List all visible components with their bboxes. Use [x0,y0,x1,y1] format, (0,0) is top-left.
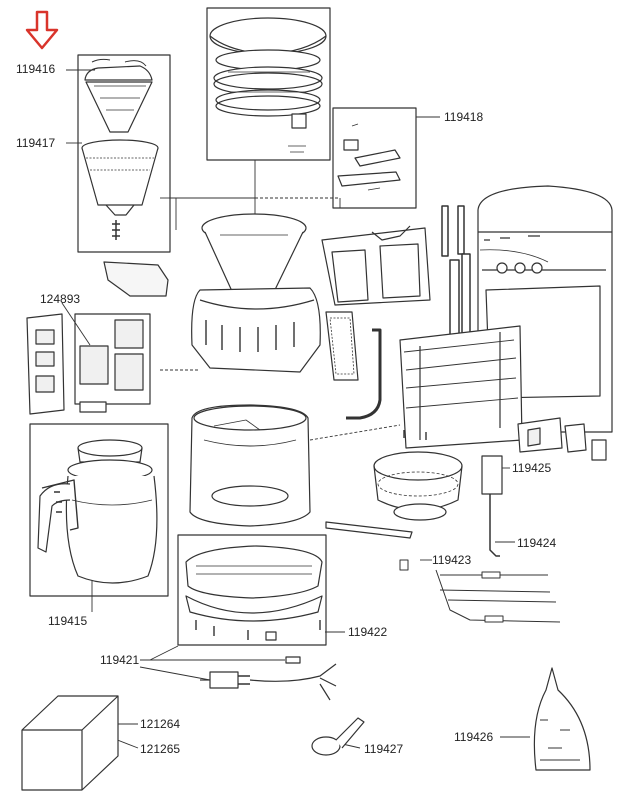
base-plate-group [177,534,327,646]
pcb-group [517,417,607,461]
part-label-121264: 121264 [140,717,181,731]
main-housing [477,185,613,433]
part-label-119418: 119418 [444,110,484,124]
back-frame [399,325,523,449]
part-label-119417: 119417 [16,136,56,150]
valve-group [332,107,417,209]
screws [195,430,427,640]
part-label-119427: 119427 [364,742,404,756]
lid-assembly-group [206,7,331,161]
switch-kit-group [26,313,151,415]
power-cord [200,656,337,701]
packaging-box [21,695,119,791]
measuring-scoop [311,717,365,756]
tubes [441,205,471,345]
clip-part [325,521,413,539]
part-label-119422: 119422 [348,625,388,639]
part-label-119423: 119423 [432,553,472,567]
part-label-119425: 119425 [512,461,552,475]
part-label-121265: 121265 [140,742,181,756]
part-label-119424: 119424 [517,536,557,550]
part-label-124893: 124893 [40,292,81,306]
carafe-group [29,423,169,597]
filter-assembly-group [77,54,171,253]
part-label-119416: 119416 [16,62,56,76]
heating-ring [373,451,463,521]
funnel-housing [191,213,321,373]
water-tank [321,225,431,306]
wiring-group [399,559,561,623]
part-label-119415: 119415 [48,614,88,628]
base-housing [189,404,311,527]
bracket-part [103,261,169,297]
down-arrow-icon [25,10,59,50]
heater-parts [325,311,382,420]
part-label-119421: 119421 [100,653,140,667]
part-label-119426: 119426 [454,730,494,744]
relay-part [481,455,503,557]
parts-bag [533,667,591,771]
